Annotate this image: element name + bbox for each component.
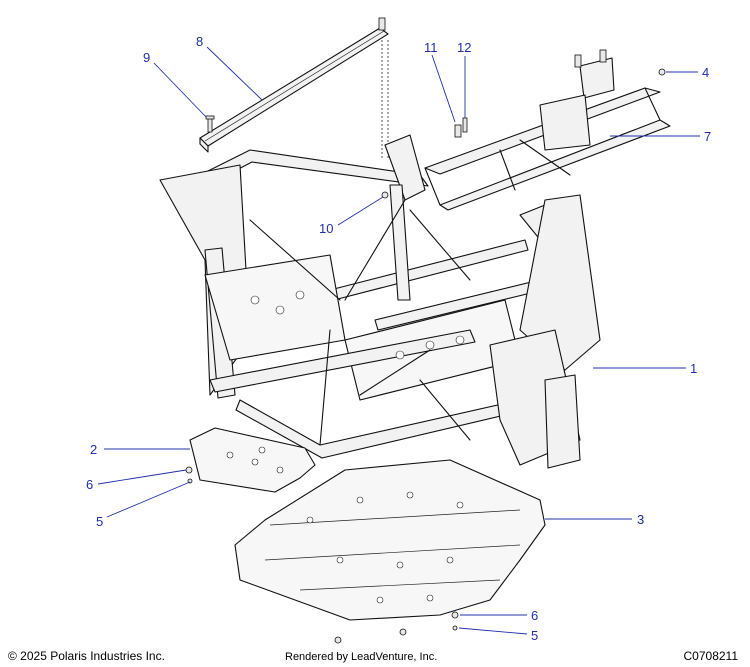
callout-4: 4	[666, 65, 709, 80]
callout-5-rear: 5	[458, 627, 538, 643]
callout-11: 11	[424, 40, 456, 123]
callout-5-rear-label: 5	[531, 628, 538, 643]
rendered-by-text: Rendered by LeadVenture, Inc.	[285, 651, 438, 663]
callout-5-front-label: 5	[96, 514, 103, 529]
callout-6-rear: 6	[460, 608, 538, 623]
callout-7: 7	[610, 129, 711, 144]
diagram-code: C0708211	[683, 649, 739, 663]
callout-12-label: 12	[457, 40, 471, 55]
front-skid-plate-part	[189, 427, 316, 493]
callout-11-label: 11	[424, 40, 438, 55]
callout-2: 2	[90, 442, 190, 457]
callout-6-front: 6	[86, 469, 187, 492]
callout-6-rear-label: 6	[531, 608, 538, 623]
callout-10: 10	[319, 196, 384, 236]
callout-10-label: 10	[319, 221, 333, 236]
copyright-text: © 2025 Polaris Industries Inc.	[8, 649, 165, 663]
callout-1-label: 1	[690, 361, 697, 376]
callout-3: 3	[545, 512, 644, 527]
callout-9-label: 9	[143, 50, 150, 65]
callout-2-label: 2	[90, 442, 97, 457]
callout-3-label: 3	[637, 512, 644, 527]
callout-8: 8	[196, 34, 263, 101]
bolt-part	[205, 115, 215, 133]
callout-4-label: 4	[702, 65, 709, 80]
callout-8-label: 8	[196, 34, 203, 49]
cross-bar-part	[199, 17, 389, 160]
main-skid-plate-part	[234, 459, 546, 621]
callout-1: 1	[593, 361, 697, 376]
callout-9: 9	[143, 50, 207, 118]
callout-12: 12	[457, 40, 471, 118]
callout-6-front-label: 6	[86, 477, 93, 492]
callout-5-front: 5	[96, 481, 191, 529]
callout-7-label: 7	[704, 129, 711, 144]
rear-subframe-part	[424, 49, 671, 211]
main-frame-part	[159, 134, 601, 469]
